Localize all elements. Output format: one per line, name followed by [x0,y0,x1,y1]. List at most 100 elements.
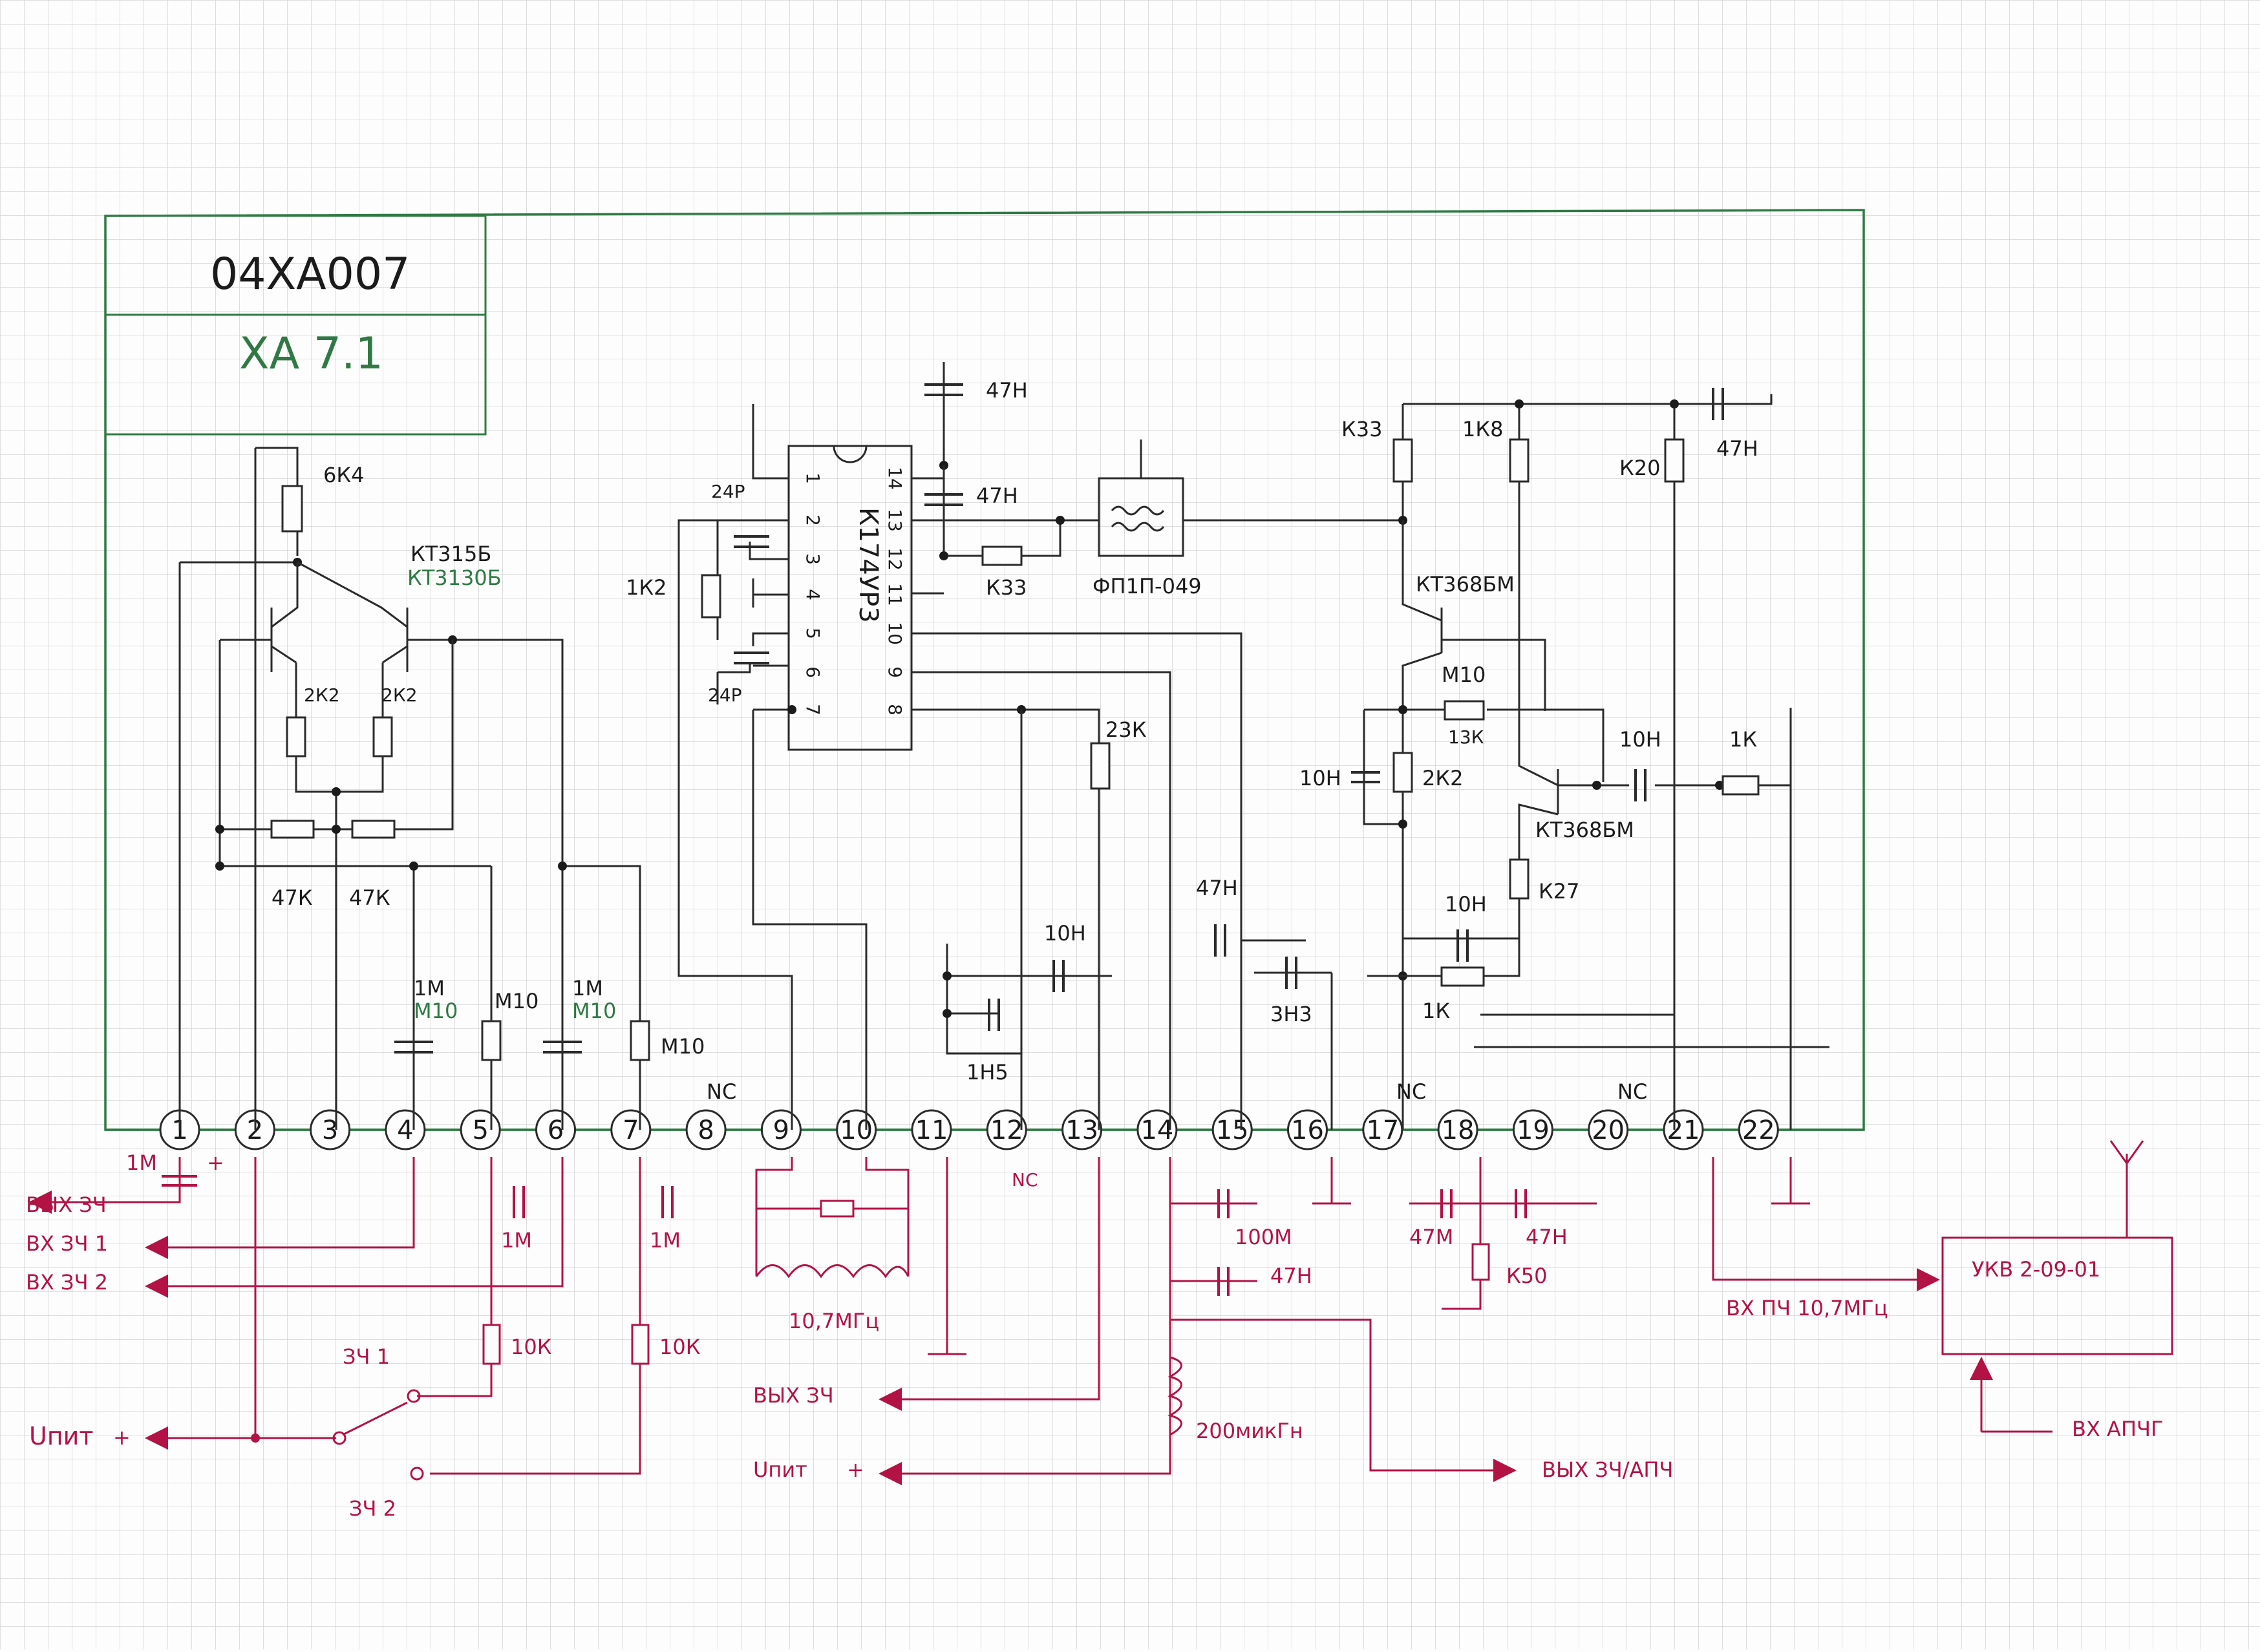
transistor-kt368bm-1: КТ368БМ [1416,572,1515,597]
terminal-pin [535,1109,576,1150]
label-1k-out: 1К [1729,727,1757,752]
label-upit-mid-plus: + [847,1457,864,1482]
label-m10-7: М10 [661,1034,705,1059]
label-47n-14: 47Н [1196,876,1238,900]
resistor-23k [1090,742,1111,790]
label-freq: 10,7МГц [789,1309,879,1333]
ic-pin-right: 9 [884,666,906,678]
ic-name: К174УР3 [853,507,883,623]
label-m10-5: М10 [495,989,538,1013]
ic-pin-left: 5 [802,628,824,639]
label-10k-5: 10К [511,1335,552,1359]
label-k27: К27 [1539,879,1579,904]
terminal-pin [1287,1109,1328,1150]
label-6k4: 6К4 [323,463,364,487]
label-47n-18: 47Н [1526,1225,1568,1249]
terminal-pin [460,1109,501,1150]
label-1m-4: 1М [414,976,445,1001]
resistor-1k-e [1440,966,1485,987]
label-m10-4: М10 [414,999,458,1023]
label-plus-pin1: + [207,1150,224,1175]
label-k33: К33 [1341,417,1382,441]
label-47n-ext: 47Н [1270,1264,1312,1288]
terminal-pin [1061,1109,1103,1150]
ic-pin-right: 12 [884,547,906,571]
terminal-pin-label: 12 [990,1116,1023,1145]
ic-pin-left: 6 [802,666,824,678]
nc-pin20: NC [1617,1079,1647,1104]
terminal-pin [1512,1109,1553,1150]
terminal-pin [1588,1109,1629,1150]
ic-pin-right: 8 [884,704,906,715]
resistor-m10-7 [630,1020,650,1061]
resistor-2k2-r [1392,752,1413,793]
label-upit-mid: Uпит [753,1457,807,1482]
resistor-6k4 [281,485,303,533]
label-10n-mid: 10Н [1044,921,1086,946]
transistor-kt3130b: КТ3130Б [407,566,502,590]
terminal-pin [911,1109,952,1150]
resistor-1k8 [1509,438,1530,483]
resistor-1k-out [1722,775,1760,796]
label-k50: К50 [1506,1264,1547,1288]
label-10k-7: 10К [659,1335,701,1359]
label-1m-5: 1М [501,1228,532,1253]
ic-k174ur3 [787,445,913,751]
right-section: К33 1К8 К20 47Н КТ368БМ М10 13К 10Н 2К2 … [1299,388,1829,1130]
label-upit-left-plus: + [113,1425,131,1450]
transistor-kt315b: КТ315Б [410,542,491,566]
terminal-pin-label: 14 [1140,1116,1173,1145]
ic-pin-right: 13 [884,509,906,532]
label-k20: К20 [1619,456,1660,480]
switch-icon[interactable] [255,1401,408,1439]
label-in-audio-1: ВХ ЗЧ 1 [26,1231,108,1256]
terminal-pin-label: 21 [1667,1116,1700,1145]
resistor-m10-5 [481,1020,502,1061]
resistor-k27 [1509,858,1530,900]
label-47k-b: 47К [349,885,390,910]
label-inductor: 200микГн [1196,1419,1303,1443]
label-2k2-r: 2К2 [1422,766,1463,790]
resistor-1k2 [701,574,721,619]
label-upit-left: Uпит [29,1422,94,1450]
terminal-pin [760,1109,802,1150]
label-k33-ic: К33 [986,575,1027,600]
label-100m: 100М [1235,1225,1292,1249]
label-1k8: 1К8 [1462,417,1503,441]
terminal-pin-label: 7 [623,1116,639,1145]
tuner-block [1941,1236,2173,1355]
resistor-k33-ic [981,545,1023,566]
board-name: ХА 7.1 [239,328,383,379]
terminal-pin [986,1109,1027,1150]
label-tuner: УКВ 2-09-01 [1972,1257,2100,1282]
title-block: 04ХА007 ХА 7.1 [104,215,487,436]
label-24p-b: 24Р [708,684,742,706]
resistor-k20 [1664,438,1685,483]
terminal-pin-label: 20 [1592,1116,1625,1145]
label-1m-pin1: 1М [126,1150,157,1175]
resistor-k33 [1392,438,1413,483]
resistor-k50 [1471,1243,1490,1281]
label-m10-6: М10 [572,999,616,1023]
resistor-10k-7 [631,1324,650,1365]
ic-pin-right: 10 [884,622,906,645]
label-47k-a: 47К [272,885,313,910]
terminal-pin-label: 16 [1291,1116,1324,1145]
terminal-pin-label: 22 [1742,1116,1775,1145]
resistor-10k-5 [482,1324,501,1365]
terminal-pin-label: 8 [698,1116,714,1145]
terminal-pin-label: 18 [1442,1116,1475,1145]
terminal-pin-label: 4 [397,1116,413,1145]
terminal-pin [385,1109,426,1150]
label-10n-a: 10Н [1299,766,1341,790]
terminal-pin-label: 10 [840,1116,873,1145]
external-connections: 1М + ВЫХ ЗЧ ВХ ЗЧ 1 ВХ ЗЧ 2 1М 1М 10К 10… [26,1140,2173,1521]
label-1k2: 1К2 [626,575,666,600]
label-1h5: 1Н5 [966,1060,1008,1085]
terminal-pin-label: 17 [1366,1116,1399,1145]
label-1m-6: 1М [572,976,603,1001]
ic-pin-right: 11 [884,583,906,606]
